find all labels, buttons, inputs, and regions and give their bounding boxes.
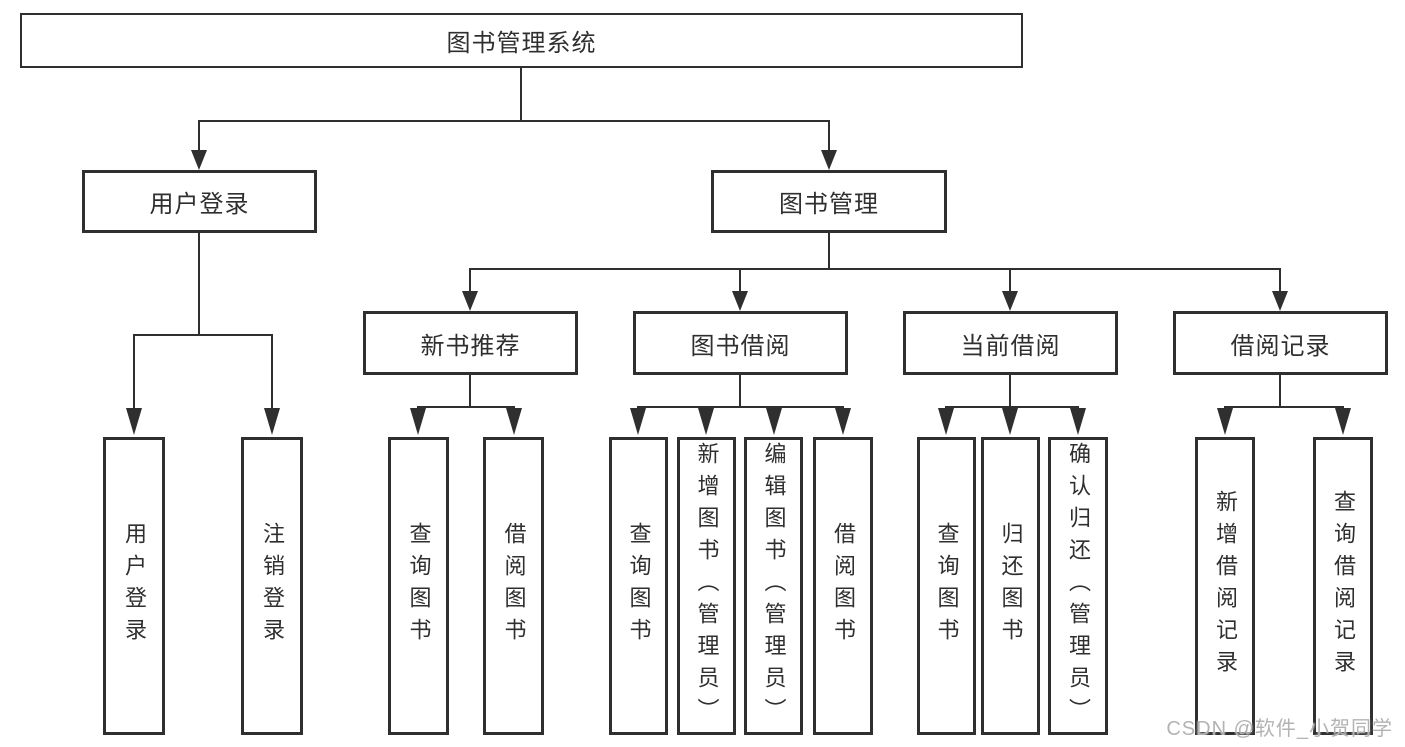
connector-vline (1009, 268, 1011, 292)
leaf-query-books-current: 查询图书 (917, 437, 976, 735)
leaf-label: 注销登录 (260, 522, 285, 650)
leaf-label: 编辑图书（管理员） (761, 442, 787, 730)
connector-hline (945, 406, 1079, 408)
connector-vline (739, 268, 741, 292)
arrow-down-icon (1272, 291, 1288, 311)
arrow-down-icon (698, 408, 714, 435)
leaf-borrow-books-borrowing: 借阅图书 (813, 437, 873, 735)
arrow-down-icon (1002, 291, 1018, 311)
connector-hline (198, 120, 830, 122)
connector-vline (520, 68, 522, 120)
connector-vline (198, 233, 200, 336)
arrow-down-icon (126, 408, 142, 435)
arrow-down-icon (835, 408, 851, 435)
node-user-login: 用户登录 (82, 170, 317, 233)
connector-vline (828, 120, 830, 152)
node-label: 图书管理 (779, 191, 879, 218)
node-new-book-recommendation: 新书推荐 (363, 311, 578, 375)
arrow-down-icon (506, 408, 522, 435)
arrow-down-icon (1070, 408, 1086, 435)
arrow-down-icon (410, 408, 426, 435)
leaf-user-login: 用户登录 (103, 437, 165, 735)
leaf-borrow-books-recommend: 借阅图书 (483, 437, 544, 735)
arrow-down-icon (821, 150, 837, 170)
leaf-label: 借阅图书 (501, 522, 527, 650)
watermark: CSDN @软件_小贺同学 (1166, 718, 1393, 740)
node-library-system: 图书管理系统 (20, 13, 1023, 68)
connector-vline (739, 375, 741, 408)
leaf-query-books-recommend: 查询图书 (388, 437, 449, 735)
arrow-down-icon (264, 408, 280, 435)
arrow-down-icon (938, 408, 954, 435)
arrow-down-icon (1335, 408, 1351, 435)
leaf-label: 借阅图书 (831, 522, 856, 650)
node-label: 图书管理系统 (446, 30, 597, 57)
leaf-label: 确认归还（管理员） (1066, 442, 1091, 730)
connector-hline (417, 406, 515, 408)
connector-vline (1009, 375, 1011, 408)
connector-vline (133, 334, 135, 409)
arrow-down-icon (1002, 408, 1018, 435)
node-label: 借阅记录 (1230, 332, 1331, 360)
leaf-label: 查询图书 (934, 522, 960, 650)
connector-hline (469, 268, 1281, 270)
leaf-add-books-admin: 新增图书（管理员） (677, 437, 736, 735)
leaf-query-borrow-record: 查询借阅记录 (1313, 437, 1373, 735)
connector-vline (1279, 375, 1281, 408)
arrow-down-icon (1217, 408, 1233, 435)
leaf-label: 查询图书 (406, 522, 432, 650)
connector-vline (1279, 268, 1281, 292)
leaf-label: 新增借阅记录 (1213, 490, 1238, 682)
node-borrowing-records: 借阅记录 (1173, 311, 1388, 375)
arrow-down-icon (732, 291, 748, 311)
leaf-label: 查询借阅记录 (1331, 490, 1356, 682)
leaf-logout-login: 注销登录 (241, 437, 303, 735)
leaf-return-books: 归还图书 (981, 437, 1040, 735)
arrow-down-icon (191, 150, 207, 170)
node-label: 当前借阅 (960, 332, 1061, 360)
node-book-borrowing: 图书借阅 (633, 311, 848, 375)
connector-hline (133, 334, 273, 336)
arrow-down-icon (630, 408, 646, 435)
connector-hline (1224, 406, 1344, 408)
leaf-add-borrow-record: 新增借阅记录 (1195, 437, 1255, 735)
connector-vline (469, 268, 471, 292)
connector-hline (637, 406, 844, 408)
leaf-query-books-borrowing: 查询图书 (609, 437, 668, 735)
node-current-borrowing: 当前借阅 (903, 311, 1118, 375)
arrow-down-icon (766, 408, 782, 435)
connector-vline (271, 334, 273, 409)
arrow-down-icon (462, 291, 478, 311)
node-label: 图书借阅 (690, 332, 791, 360)
leaf-label: 归还图书 (998, 522, 1024, 650)
leaf-label: 新增图书（管理员） (694, 442, 720, 730)
node-book-management: 图书管理 (711, 170, 947, 233)
node-label: 用户登录 (149, 191, 250, 218)
leaf-label: 用户登录 (122, 522, 147, 650)
leaf-edit-books-admin: 编辑图书（管理员） (744, 437, 803, 735)
node-label: 新书推荐 (420, 332, 521, 360)
connector-vline (198, 120, 200, 152)
connector-vline (469, 375, 471, 408)
leaf-label: 查询图书 (626, 522, 652, 650)
connector-vline (828, 233, 830, 270)
leaf-confirm-return-admin: 确认归还（管理员） (1048, 437, 1108, 735)
